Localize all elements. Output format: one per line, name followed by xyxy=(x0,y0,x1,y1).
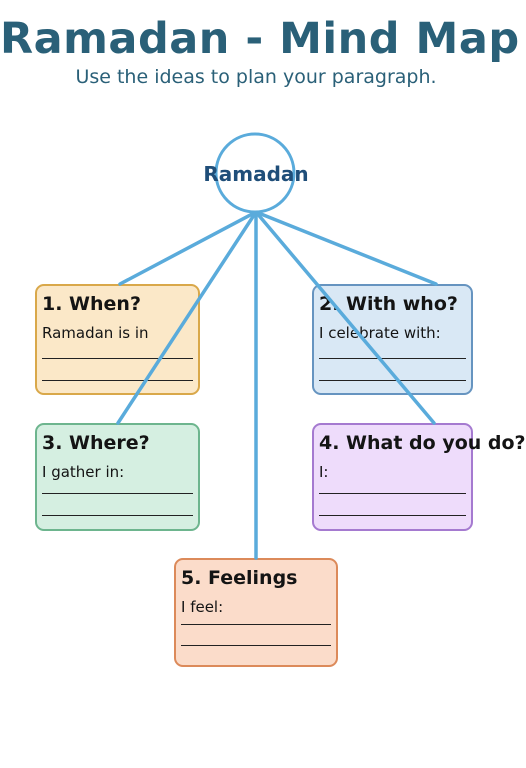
page-title: Ramadan - Mind Map xyxy=(0,14,520,64)
box-when-heading: 1. When? xyxy=(42,293,141,315)
writing-line[interactable] xyxy=(319,358,466,359)
writing-line[interactable] xyxy=(181,624,331,625)
page-subtitle: Use the ideas to plan your paragraph. xyxy=(75,66,437,88)
box-when: 1. When? Ramadan is in xyxy=(35,284,200,395)
box-where: 3. Where? I gather in: xyxy=(35,423,200,531)
box-feelings-heading: 5. Feelings xyxy=(181,567,298,589)
box-feelings: 5. Feelings I feel: xyxy=(174,558,338,667)
writing-line[interactable] xyxy=(42,358,193,359)
box-with-who-heading: 2. With who? xyxy=(319,293,458,315)
box-what-do-you-do-heading: 4. What do you do? xyxy=(319,432,526,454)
writing-line[interactable] xyxy=(42,380,193,381)
center-node-label: Ramadan xyxy=(203,162,309,186)
box-what-do-you-do-prompt: I: xyxy=(319,463,329,481)
writing-line[interactable] xyxy=(181,645,331,646)
box-with-who-prompt: I celebrate with: xyxy=(319,324,441,342)
connector-to-with-who xyxy=(254,210,438,286)
box-feelings-prompt: I feel: xyxy=(181,598,224,616)
writing-line[interactable] xyxy=(319,493,466,494)
writing-line[interactable] xyxy=(42,493,193,494)
connector-to-when xyxy=(118,210,258,286)
writing-line[interactable] xyxy=(319,380,466,381)
box-what-do-you-do: 4. What do you do? I: xyxy=(312,423,526,531)
box-where-heading: 3. Where? xyxy=(42,432,150,454)
writing-line[interactable] xyxy=(42,515,193,516)
box-where-prompt: I gather in: xyxy=(42,463,125,481)
writing-line[interactable] xyxy=(319,515,466,516)
box-with-who: 2. With who? I celebrate with: xyxy=(312,284,473,395)
box-when-prompt: Ramadan is in xyxy=(42,324,149,342)
